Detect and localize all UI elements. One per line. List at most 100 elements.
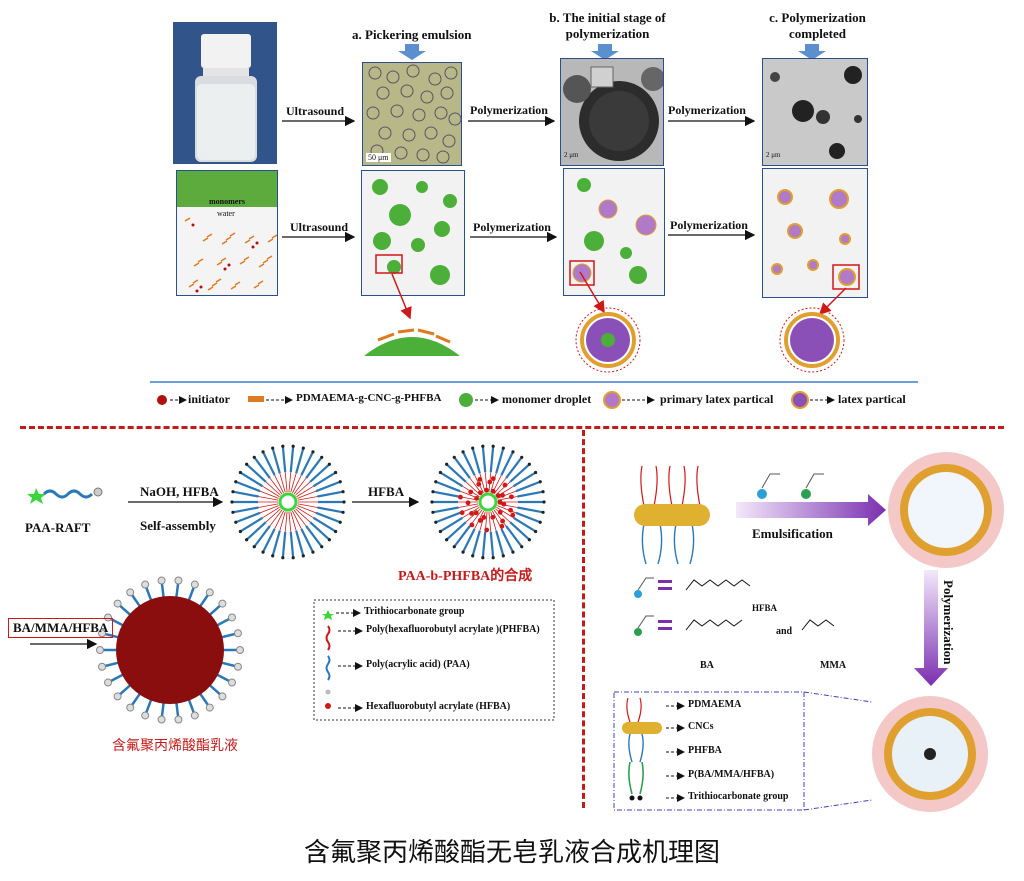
zoom-arrow-a [391, 273, 412, 320]
section-divider-vertical [582, 430, 585, 808]
arrow-ultrasound-2-label: Ultrasound [290, 220, 349, 234]
water-label: water [217, 209, 235, 218]
self-assembly-label: Self-assembly [140, 518, 216, 533]
primary-latex-icon [603, 391, 621, 409]
ba-mma-monomer-icon [801, 489, 811, 499]
schematic-initial: monomers water [176, 170, 278, 296]
zoom-primary-latex [575, 307, 641, 373]
key-pdmaema: PDMAEMA [688, 699, 742, 710]
monomers-label: monomers [209, 197, 245, 206]
zoom-arrow-b [579, 271, 605, 314]
latex-icon [791, 391, 809, 409]
trithiocarbonate-key-icon [322, 610, 334, 620]
micelle-paa-b-phfba [230, 444, 346, 560]
key-chain-icon [622, 697, 662, 801]
arrow-polymerization-4-label: Polymerization [670, 218, 748, 232]
micrograph-b-image [561, 59, 663, 165]
mma-structure-label: MMA [820, 660, 847, 671]
micelle-hfba-loaded [430, 444, 546, 560]
schematic-a-droplets [372, 179, 457, 285]
stage-b-title: b. The initial stage of polymerization [540, 10, 675, 42]
zoom-arrow-c [818, 287, 847, 316]
naoh-hfba-label: NaOH, HFBA [140, 484, 219, 499]
surfactant-scatter [184, 217, 277, 293]
hfba-structure [685, 579, 751, 591]
legend-initiator: initiator [188, 392, 230, 406]
hfba-monomer-icon [757, 489, 767, 499]
schematic-c [762, 168, 868, 298]
top-arrows-layer [150, 115, 918, 409]
down-arrow-c [798, 44, 826, 60]
stage-b-title-line1: b. The initial stage of [549, 10, 666, 25]
surfactant-icon [248, 396, 264, 402]
ba-structure [685, 619, 743, 631]
emulsified-droplet [888, 452, 1004, 568]
chain-key-box-right [613, 691, 805, 811]
schematic-b-particles [569, 178, 657, 286]
latex-particle-final [872, 696, 988, 812]
scale-bar-a: 50 μm [366, 153, 391, 162]
key-trithiocarbonate: Trithiocarbonate group [364, 606, 465, 617]
micrograph-c: 2 μm [762, 58, 868, 166]
ba-structure-label: BA [700, 660, 714, 671]
chain-key-box [313, 599, 555, 721]
key-paa: Poly(acrylic acid) (PAA) [366, 659, 470, 670]
polymerization-vertical-label: Polymerization [941, 580, 956, 665]
scale-bar-b: 2 μm [564, 151, 579, 159]
legend-droplet: monomer droplet [502, 392, 592, 406]
legend-primary: primary latex partical [660, 392, 774, 406]
scale-bar-c: 2 μm [766, 151, 781, 159]
arrow-polymerization-2-label: Polymerization [668, 103, 746, 117]
ba-mma-hfba-box: BA/MMA/HFBA [8, 618, 114, 638]
emulsification-label: Emulsification [752, 526, 833, 541]
schematic-c-particles [771, 189, 860, 290]
arrow-polymerization-3-label: Polymerization [473, 220, 551, 234]
hfba-structure-label: HFBA [752, 603, 778, 613]
vial-icon [173, 22, 277, 164]
hfba-arrow-label: HFBA [368, 484, 405, 499]
bottom-left-drawing [27, 444, 555, 724]
mma-structure [801, 619, 835, 631]
stage-c-title-line1: c. Polymerization [769, 10, 866, 25]
micrograph-b: 2 μm [560, 58, 664, 166]
legend-latex: latex partical [838, 392, 906, 406]
micrograph-a: 50 μm [362, 62, 462, 166]
vial-photo [173, 22, 277, 164]
down-arrow-b [591, 44, 619, 60]
stage-b-title-line2: polymerization [565, 26, 650, 41]
bottom-right-drawing [613, 452, 1004, 812]
monomer-layer [177, 171, 277, 207]
phfba-key-icon [325, 625, 331, 651]
paa-raft-label: PAA-RAFT [25, 520, 91, 535]
legend-pdmaema: PDMAEMA-g-CNC-g-PHFBA [296, 392, 442, 404]
stage-c-title-line2: completed [788, 26, 847, 41]
cnc-rod [634, 465, 710, 565]
fluoro-emulsion-caption: 含氟聚丙烯酸酯乳液 [112, 738, 238, 754]
stage-a-title: a. Pickering emulsion [352, 27, 472, 42]
emulsification-arrow [736, 494, 886, 526]
monomer-droplet-icon [459, 393, 473, 407]
initiator-icon [157, 395, 167, 405]
stage-down-arrows [398, 44, 826, 60]
zoom-latex [779, 307, 845, 373]
polymerization-arrow [914, 570, 948, 686]
key-cncs: CNCs [688, 721, 714, 732]
arrow-polymerization-1-label: Polymerization [470, 103, 548, 117]
stage-c-title: c. Polymerization completed [755, 10, 880, 42]
hfba-key-icon [325, 703, 331, 709]
paa-key-icon [325, 655, 331, 681]
micrograph-c-image [763, 59, 867, 165]
figure-title: 含氟聚丙烯酸酯无皂乳液合成机理图 [303, 838, 720, 868]
key-phfba-right: PHFBA [688, 745, 722, 756]
and-label: and [776, 626, 793, 637]
schematic-a [361, 170, 465, 296]
key-hfba: Hexafluorobutyl acrylate (HFBA) [366, 701, 511, 712]
section-divider-horizontal [20, 426, 1004, 429]
schematic-b [563, 168, 665, 296]
key-phfba: Poly(hexafluorobutyl acrylate )(PHFBA) [366, 624, 540, 635]
fluorinated-latex-particle [96, 576, 244, 724]
zoom-droplet-interface [364, 328, 460, 356]
paa-raft-chain [27, 487, 103, 504]
key-trithiocarbonate-right: Trithiocarbonate group [688, 791, 789, 802]
down-arrow-a [398, 44, 426, 60]
